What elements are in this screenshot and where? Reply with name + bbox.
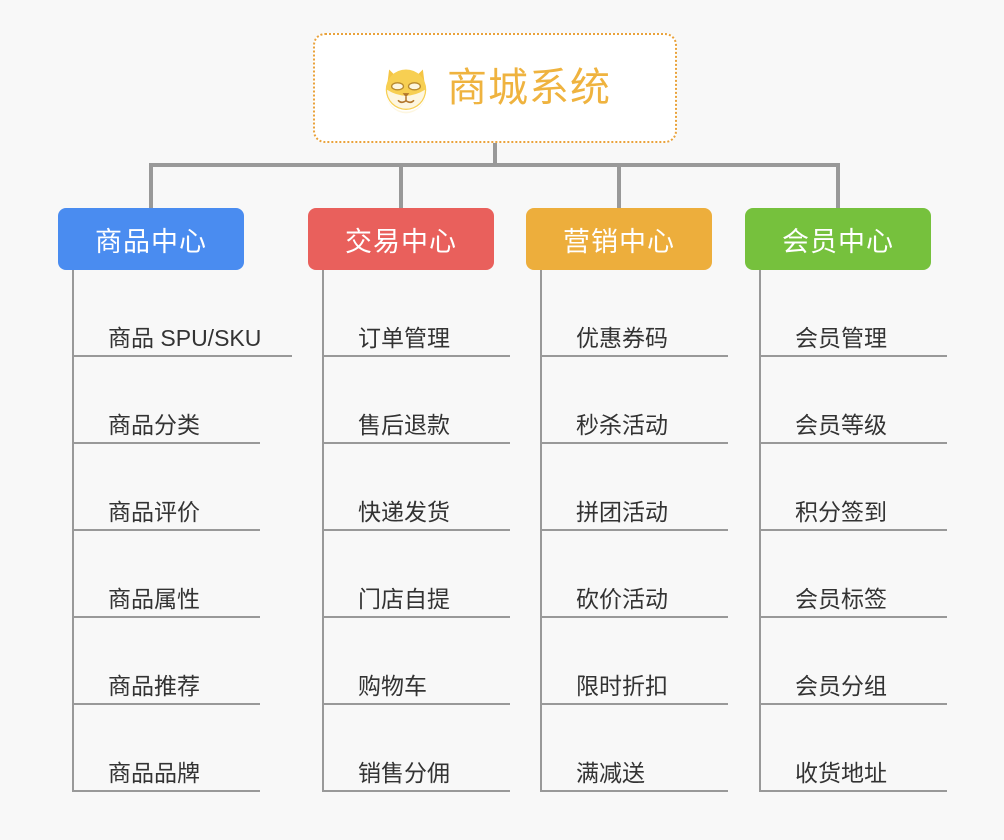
- leaf-label: 门店自提: [358, 585, 450, 612]
- leaf-label: 商品分类: [108, 411, 200, 438]
- root-node[interactable]: 商城系统: [313, 33, 677, 143]
- branch-header-label-1: 商品中心: [95, 226, 207, 257]
- connector-drop-1: [149, 163, 153, 208]
- leaf-item[interactable]: 快递发货: [324, 444, 510, 531]
- leaf-item[interactable]: 会员标签: [761, 531, 947, 618]
- leaf-item[interactable]: 积分签到: [761, 444, 947, 531]
- branch-header-label-3: 营销中心: [563, 226, 675, 257]
- connector-drop-2: [399, 163, 403, 208]
- leaf-list-4: 会员管理 会员等级 积分签到 会员标签 会员分组 收货地址: [759, 270, 947, 792]
- leaf-label: 积分签到: [795, 498, 887, 525]
- leaf-label: 快递发货: [358, 498, 450, 525]
- leaf-item[interactable]: 商品属性: [74, 531, 260, 618]
- branch-header-label-2: 交易中心: [345, 226, 457, 257]
- leaf-label: 会员等级: [795, 411, 887, 438]
- branch-header-2[interactable]: 交易中心: [308, 208, 494, 270]
- branch-header-1[interactable]: 商品中心: [58, 208, 244, 270]
- leaf-item[interactable]: 商品推荐: [74, 618, 260, 705]
- leaf-item[interactable]: 满减送: [542, 705, 728, 792]
- root-title: 商城系统: [447, 66, 611, 110]
- leaf-label: 商品评价: [108, 498, 200, 525]
- leaf-item[interactable]: 优惠券码: [542, 270, 728, 357]
- leaf-label: 商品属性: [108, 585, 200, 612]
- leaf-item[interactable]: 门店自提: [324, 531, 510, 618]
- leaf-list-3: 优惠券码 秒杀活动 拼团活动 砍价活动 限时折扣 满减送: [540, 270, 728, 792]
- branch-header-label-4: 会员中心: [782, 226, 894, 257]
- leaf-label: 满减送: [576, 759, 645, 786]
- leaf-item[interactable]: 秒杀活动: [542, 357, 728, 444]
- leaf-item[interactable]: 会员分组: [761, 618, 947, 705]
- branch-marketing-center: 营销中心 优惠券码 秒杀活动 拼团活动 砍价活动 限时折扣 满减送: [526, 208, 728, 792]
- leaf-label: 砍价活动: [576, 585, 668, 612]
- leaf-label: 会员标签: [795, 585, 887, 612]
- connector-horizontal-bus: [149, 163, 839, 167]
- leaf-item[interactable]: 销售分佣: [324, 705, 510, 792]
- leaf-label: 商品品牌: [108, 759, 200, 786]
- leaf-label: 销售分佣: [358, 759, 450, 786]
- leaf-item[interactable]: 商品品牌: [74, 705, 260, 792]
- connector-drop-3: [617, 163, 621, 208]
- branch-product-center: 商品中心 商品 SPU/SKU 商品分类 商品评价 商品属性 商品推荐 商品品牌: [58, 208, 292, 792]
- branch-trade-center: 交易中心 订单管理 售后退款 快递发货 门店自提 购物车 销售分佣: [308, 208, 510, 792]
- leaf-item[interactable]: 商品分类: [74, 357, 260, 444]
- connector-drop-4: [836, 163, 840, 208]
- branch-member-center: 会员中心 会员管理 会员等级 积分签到 会员标签 会员分组 收货地址: [745, 208, 947, 792]
- leaf-item[interactable]: 商品 SPU/SKU: [74, 270, 292, 357]
- leaf-label: 优惠券码: [576, 324, 668, 351]
- leaf-item[interactable]: 商品评价: [74, 444, 260, 531]
- leaf-label: 限时折扣: [576, 672, 668, 699]
- leaf-item[interactable]: 订单管理: [324, 270, 510, 357]
- leaf-label: 订单管理: [358, 324, 450, 351]
- leaf-item[interactable]: 限时折扣: [542, 618, 728, 705]
- leaf-item[interactable]: 收货地址: [761, 705, 947, 792]
- leaf-label: 商品推荐: [108, 672, 200, 699]
- leaf-label: 收货地址: [795, 759, 887, 786]
- leaf-label: 秒杀活动: [576, 411, 668, 438]
- leaf-label: 会员管理: [795, 324, 887, 351]
- leaf-item[interactable]: 拼团活动: [542, 444, 728, 531]
- leaf-item[interactable]: 售后退款: [324, 357, 510, 444]
- leaf-label: 商品 SPU/SKU: [108, 324, 262, 351]
- shiba-dog-face-icon: [385, 69, 427, 114]
- leaf-label: 购物车: [358, 672, 427, 699]
- leaf-item[interactable]: 砍价活动: [542, 531, 728, 618]
- connector-root-stem: [493, 143, 497, 166]
- leaf-item[interactable]: 购物车: [324, 618, 510, 705]
- leaf-item[interactable]: 会员管理: [761, 270, 947, 357]
- leaf-list-2: 订单管理 售后退款 快递发货 门店自提 购物车 销售分佣: [322, 270, 510, 792]
- leaf-label: 会员分组: [795, 672, 887, 699]
- leaf-list-1: 商品 SPU/SKU 商品分类 商品评价 商品属性 商品推荐 商品品牌: [72, 270, 292, 792]
- branch-header-4[interactable]: 会员中心: [745, 208, 931, 270]
- branch-header-3[interactable]: 营销中心: [526, 208, 712, 270]
- leaf-item[interactable]: 会员等级: [761, 357, 947, 444]
- leaf-label: 拼团活动: [576, 498, 668, 525]
- leaf-label: 售后退款: [358, 411, 450, 438]
